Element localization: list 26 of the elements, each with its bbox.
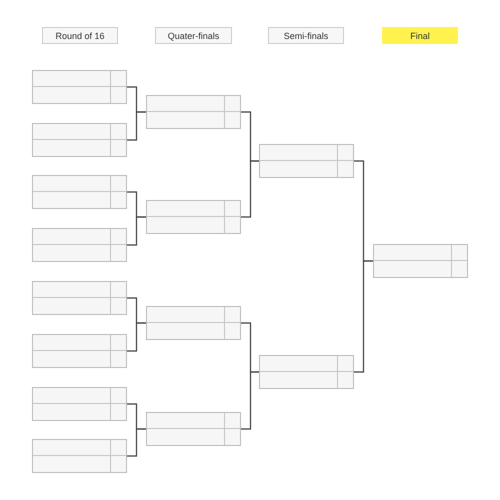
match-box: [32, 387, 127, 421]
match-box: [373, 244, 468, 278]
match-box: [259, 144, 354, 178]
round-header: Quater-finals: [155, 27, 232, 44]
match-box: [32, 175, 127, 209]
match-box: [146, 95, 241, 129]
connector-line: [127, 428, 146, 457]
connector-line: [127, 111, 146, 141]
round-header: Final: [382, 27, 458, 44]
connector-line: [127, 322, 146, 352]
match-box: [146, 412, 241, 446]
connector-line: [127, 216, 146, 246]
match-box: [32, 228, 127, 262]
match-box: [32, 123, 127, 157]
match-box: [32, 334, 127, 368]
match-box: [32, 439, 127, 473]
round-header: Round of 16: [42, 27, 118, 44]
match-box: [146, 200, 241, 234]
connector-line: [354, 260, 373, 373]
match-box: [32, 70, 127, 104]
match-box: [259, 355, 354, 389]
match-box: [146, 306, 241, 340]
round-header: Semi-finals: [268, 27, 344, 44]
connector-line: [241, 371, 259, 430]
connector-line: [241, 160, 259, 218]
match-box: [32, 281, 127, 315]
